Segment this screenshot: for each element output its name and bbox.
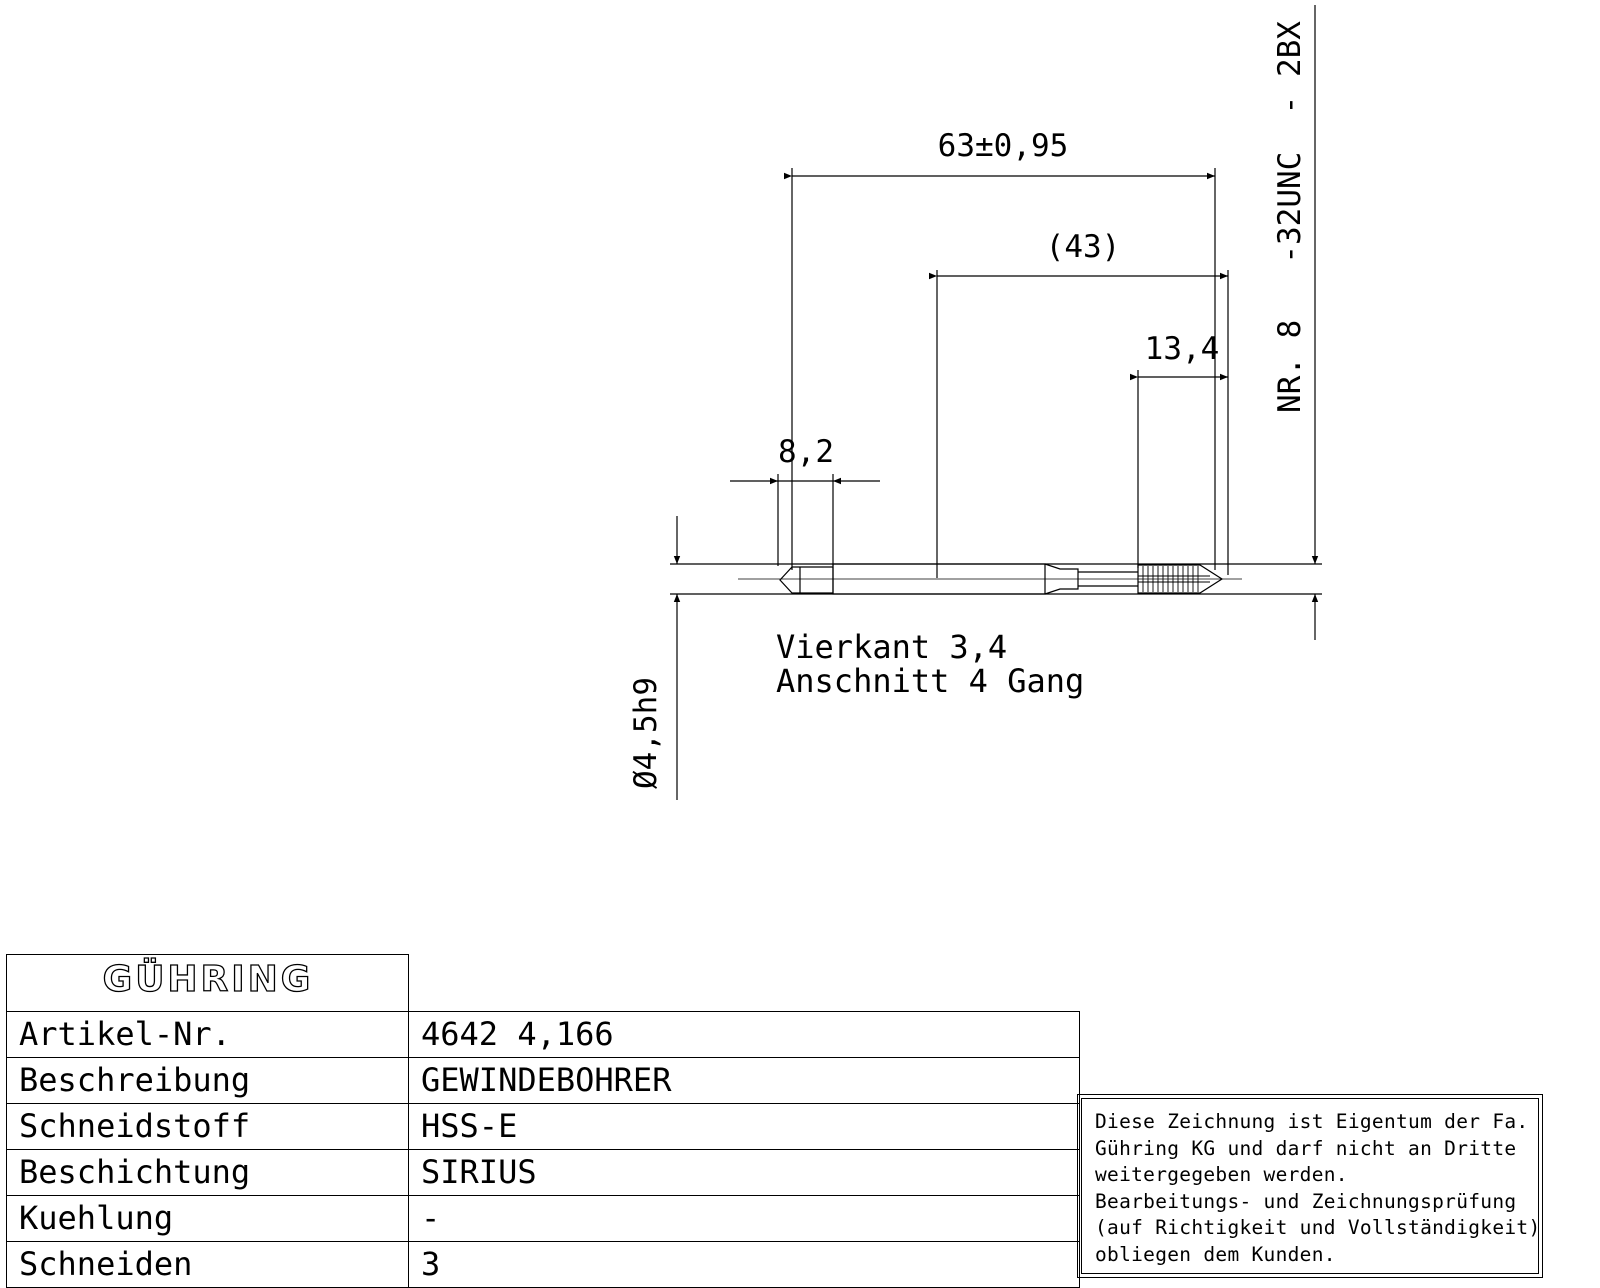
row-label: Beschichtung (6, 1149, 409, 1196)
technical-drawing: 63±0,95 (43) 13,4 8,2 Ø4,5h9 NR. 8 -32UN… (628, 5, 1322, 800)
shank (832, 563, 1046, 595)
chamfer-note: Anschnitt 4 Gang (776, 662, 1084, 700)
diameter-label: Ø4,5h9 (628, 677, 664, 789)
logo-row-empty (408, 954, 1080, 1012)
row-value: 3 (408, 1241, 1080, 1288)
thread-section (1137, 564, 1224, 594)
disclaimer-box: Diese Zeichnung ist Eigentum der Fa. Güh… (1077, 1094, 1543, 1278)
row-value: HSS-E (408, 1103, 1080, 1150)
overall-length-label: 63±0,95 (938, 128, 1069, 164)
guehring-logo: GÜHRING (101, 957, 313, 1000)
extension-lines (670, 168, 1322, 595)
title-block: GÜHRING Artikel-Nr. 4642 4,166 Beschreib… (6, 954, 1080, 1288)
thread-spec-label: NR. 8 -32UNC - 2BX (1272, 21, 1308, 413)
row-value: SIRIUS (408, 1149, 1080, 1196)
disclaimer-line: Diese Zeichnung ist Eigentum der Fa. (1095, 1110, 1529, 1133)
row-label: Artikel-Nr. (6, 1011, 409, 1058)
thread-hatching (1138, 566, 1210, 592)
table-row: Beschichtung SIRIUS (6, 1149, 1080, 1196)
neck (1044, 563, 1079, 595)
table-row: Beschreibung GEWINDEBOHRER (6, 1057, 1080, 1104)
table-row: Kuehlung - (6, 1195, 1080, 1242)
row-label: Schneiden (6, 1241, 409, 1288)
table-row: Schneiden 3 (6, 1241, 1080, 1288)
square-length-label: 8,2 (778, 434, 834, 470)
svg-text:GÜHRING: GÜHRING (102, 958, 313, 999)
disclaimer-line: (auf Richtigkeit und Vollständigkeit) (1095, 1216, 1541, 1239)
table-row: Artikel-Nr. 4642 4,166 (6, 1011, 1080, 1058)
thread-length-label: 13,4 (1145, 331, 1220, 367)
row-label: Beschreibung (6, 1057, 409, 1104)
disclaimer-inner: Diese Zeichnung ist Eigentum der Fa. Güh… (1081, 1098, 1541, 1274)
disclaimer-line: Bearbeitungs- und Zeichnungsprüfung (1095, 1189, 1517, 1213)
disclaimer-line: obliegen dem Kunden. (1095, 1242, 1336, 1266)
row-value: 4642 4,166 (408, 1011, 1080, 1058)
shank-length-label: (43) (1046, 229, 1121, 265)
row-label: Schneidstoff (6, 1103, 409, 1150)
row-value: - (408, 1195, 1080, 1242)
table-row: Schneidstoff HSS-E (6, 1103, 1080, 1150)
logo-row: GÜHRING (6, 954, 1080, 1012)
logo-cell: GÜHRING (6, 954, 409, 1012)
square-end (779, 566, 834, 594)
disclaimer-line: Gühring KG und darf nicht an Dritte (1095, 1136, 1517, 1160)
square-note: Vierkant 3,4 (776, 628, 1007, 666)
disclaimer-line: weitergegeben werden. (1095, 1163, 1348, 1186)
dimension-lines (673, 5, 1319, 800)
row-label: Kuehlung (6, 1195, 409, 1242)
row-value: GEWINDEBOHRER (408, 1057, 1080, 1104)
tap-body (738, 563, 1242, 595)
